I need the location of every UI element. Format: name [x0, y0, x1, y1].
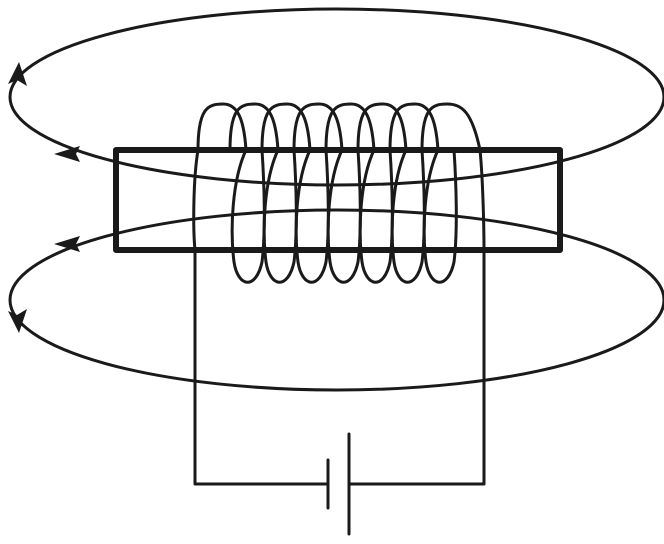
arrow-up-icon: [8, 62, 27, 86]
iron-core: [113, 147, 563, 253]
wire-left: [193, 248, 330, 486]
coil-turn-front: [390, 148, 426, 284]
coil-turn-front: [358, 148, 394, 284]
coil-turn-back: [260, 102, 312, 152]
coil-turn-front: [230, 148, 266, 284]
coil-turn-back: [196, 102, 248, 152]
coil-lead-left: [192, 148, 200, 252]
coil-turn-back: [324, 102, 376, 152]
battery: [326, 432, 351, 536]
coil-turn-back: [356, 102, 408, 152]
coil-turn-back: [292, 102, 344, 152]
arrow-left-icon: [54, 236, 80, 252]
arrow-down-icon: [8, 309, 27, 333]
coil-front: [192, 148, 486, 284]
circuit-wire: [193, 248, 486, 486]
wire-right: [347, 248, 486, 486]
coil-turn-front: [294, 148, 330, 284]
coil-lead-right: [478, 148, 486, 252]
coil-turn-front: [326, 148, 362, 284]
coil-turn-front: [422, 148, 458, 284]
coil-back: [196, 102, 482, 152]
coil-turn-back: [420, 102, 482, 152]
coil-turn-front: [262, 148, 298, 284]
field-line-upper: [8, 7, 664, 187]
field-arrows: [8, 62, 80, 333]
coil-turn-back: [388, 102, 440, 152]
field-line-lower: [8, 208, 664, 392]
arrow-left-icon: [54, 146, 80, 162]
coil-turn-back: [228, 102, 280, 152]
